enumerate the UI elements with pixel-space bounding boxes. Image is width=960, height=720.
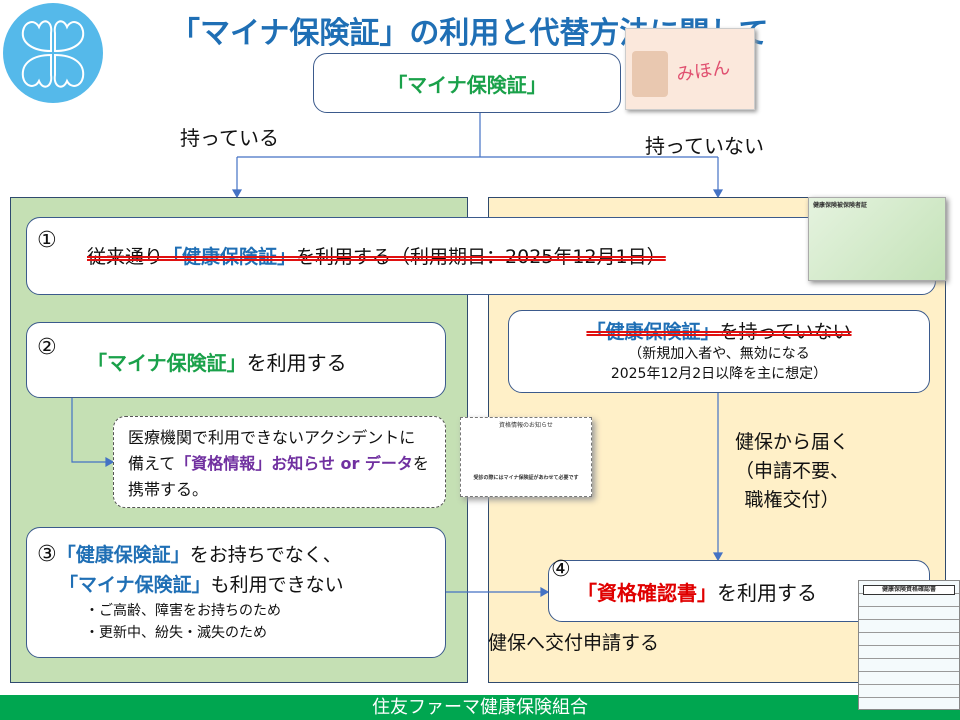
option-2-text: 「マイナ保険証」を利用する [87,351,347,375]
myna-card-box: 「マイナ保険証」 [313,53,621,113]
no-health-card-box: 「健康保険証」を持っていない （新規加入者や、無効になる 2025年12月2日以… [508,310,930,393]
carry-note-box: 医療機関で利用できないアクシデントに備えて「資格情報」お知らせ or データを携… [113,416,446,508]
option-3-box: ③「健康保険証」をお持ちでなく、 「マイナ保険証」も利用できない ・ご高齢、障害… [26,527,446,658]
health-insurance-card-image: 健康保険被保険者証 [808,197,946,281]
option-1-box: ① 従来通り「健康保険証」を利用する（利用期日：2025年12月1日） [26,217,936,295]
footer-bar: 住友ファーマ健康保険組合 [0,695,960,720]
myna-card-label: 「マイナ保険証」 [387,72,547,97]
logo-clover-icon [3,3,103,103]
have-label: 持っている [180,126,279,150]
not-have-label: 持っていない [645,134,764,158]
option-3-text: ③「健康保険証」をお持ちでなく、 「マイナ保険証」も利用できない [37,542,344,596]
option-2-box: ② 「マイナ保険証」を利用する [26,322,446,398]
no-health-card-heading: 「健康保険証」を持っていない [586,321,852,343]
qualification-notice-image: 資格情報のお知らせ 受診の際にはマイナ保険証があわせて必要です [460,417,592,497]
option-number: ② [37,335,57,360]
footer-org-name: 住友ファーマ健康保険組合 [372,697,588,718]
reason-item: ・更新中、紛失・滅失のため [85,625,267,641]
option-number: ① [37,228,57,253]
option-1-text: 従来通り「健康保険証」を利用する（利用期日：2025年12月1日） [87,246,666,268]
option-4-text: 「資格確認書」を利用する [577,581,817,605]
myna-card-image: みほん [625,28,755,110]
qualification-certificate-image: 健康保険資格確認書 [858,580,960,710]
option-number: ④ [551,557,571,582]
apply-text: 健保へ交付申請する [488,632,660,654]
reason-item: ・ご高齢、障害をお持ちのため [85,603,281,619]
delivered-text: 健保から届く（申請不要、職権交付） [735,431,850,511]
